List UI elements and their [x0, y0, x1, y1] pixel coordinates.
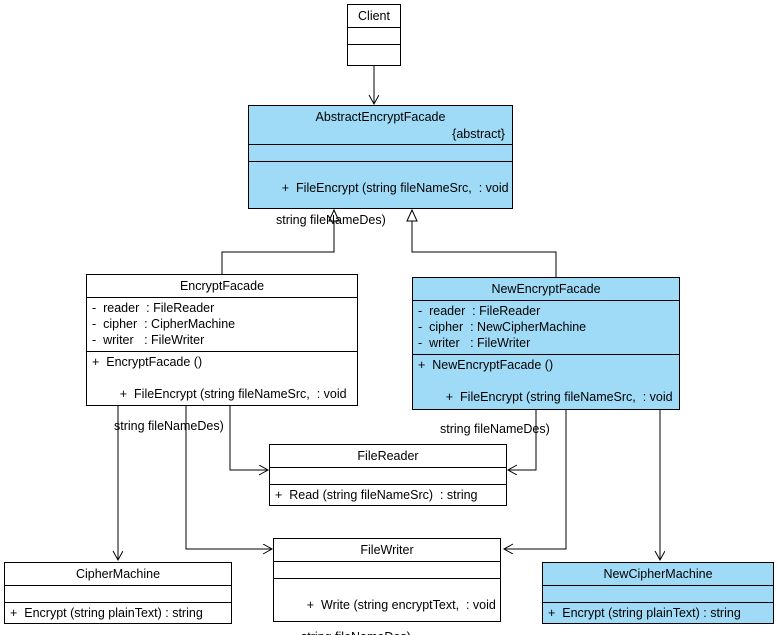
attribute-item: - writer : FileWriter — [92, 333, 205, 347]
class-name-file-writer: FileWriter — [360, 543, 414, 557]
class-attributes-cipher-machine — [5, 585, 231, 602]
class-box-cipher-machine[interactable]: CipherMachine + Encrypt (string plainTex… — [4, 562, 232, 624]
class-attributes-encrypt-facade: - reader : FileReader - cipher : CipherM… — [87, 297, 357, 351]
operation-item: + Write (string encryptText, : void stri… — [301, 598, 496, 635]
class-header-abstract-encrypt-facade: AbstractEncryptFacade {abstract} — [249, 106, 512, 144]
class-box-client[interactable]: Client — [347, 4, 401, 66]
operation-item: + Encrypt (string plainText) : string — [10, 606, 203, 620]
class-attributes-new-encrypt-facade: - reader : FileReader - cipher : NewCiph… — [413, 300, 679, 354]
class-operations-new-cipher-machine: + Encrypt (string plainText) : string — [543, 602, 773, 624]
operation-item: + EncryptFacade () — [92, 355, 203, 369]
operation-item: + Encrypt (string plainText) : string — [548, 606, 741, 620]
class-name-abstract-encrypt-facade: AbstractEncryptFacade — [315, 110, 446, 124]
operation-item: + NewEncryptFacade () — [418, 358, 554, 372]
attribute-item: - cipher : CipherMachine — [92, 317, 236, 331]
class-box-file-reader[interactable]: FileReader + Read (string fileNameSrc) :… — [269, 444, 507, 506]
class-name-encrypt-facade: EncryptFacade — [179, 279, 265, 293]
class-operations-file-reader: + Read (string fileNameSrc) : string — [270, 484, 506, 506]
class-attributes-file-reader — [270, 467, 506, 484]
class-operations-new-encrypt-facade: + NewEncryptFacade () + FileEncrypt (str… — [413, 354, 679, 472]
class-box-new-encrypt-facade[interactable]: NewEncryptFacade - reader : FileReader -… — [412, 277, 680, 436]
class-name-cipher-machine: CipherMachine — [75, 567, 161, 581]
operation-item: + FileEncrypt (string fileNameSrc, : voi… — [276, 181, 509, 227]
attribute-item: - writer : FileWriter — [418, 336, 531, 350]
attribute-item: - reader : FileReader — [92, 301, 215, 315]
class-box-abstract-encrypt-facade[interactable]: AbstractEncryptFacade {abstract} + FileE… — [248, 105, 513, 227]
class-operations-client — [348, 44, 400, 61]
class-attributes-client — [348, 27, 400, 44]
class-attributes-new-cipher-machine — [543, 585, 773, 602]
class-operations-encrypt-facade: + EncryptFacade () + FileEncrypt (string… — [87, 351, 357, 469]
class-stereotype-abstract: {abstract} — [452, 127, 505, 141]
class-box-new-cipher-machine[interactable]: NewCipherMachine + Encrypt (string plain… — [542, 562, 774, 624]
attribute-item: - reader : FileReader — [418, 304, 541, 318]
class-box-encrypt-facade[interactable]: EncryptFacade - reader : FileReader - ci… — [86, 274, 358, 433]
attribute-item: - cipher : NewCipherMachine — [418, 320, 587, 334]
class-name-new-encrypt-facade: NewEncryptFacade — [491, 282, 601, 296]
class-name-new-cipher-machine: NewCipherMachine — [603, 567, 713, 581]
class-name-client: Client — [358, 9, 390, 23]
class-attributes-abstract-encrypt-facade — [249, 144, 512, 161]
class-operations-abstract-encrypt-facade: + FileEncrypt (string fileNameSrc, : voi… — [249, 161, 512, 263]
class-attributes-file-writer — [274, 561, 500, 578]
class-name-file-reader: FileReader — [357, 449, 419, 463]
operation-item: + Read (string fileNameSrc) : string — [275, 488, 478, 502]
class-box-file-writer[interactable]: FileWriter + Write (string encryptText, … — [273, 538, 501, 635]
class-operations-file-writer: + Write (string encryptText, : void stri… — [274, 578, 500, 635]
class-operations-cipher-machine: + Encrypt (string plainText) : string — [5, 602, 231, 624]
